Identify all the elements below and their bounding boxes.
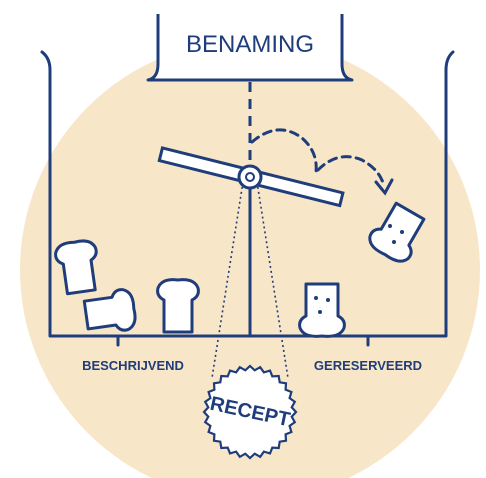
seal-strings bbox=[211, 181, 289, 379]
bread-slice-icon bbox=[54, 239, 200, 334]
axis-label-left: BESCHRIJVEND bbox=[82, 358, 184, 373]
bread-slice-with-dots-icon bbox=[298, 201, 426, 338]
background-highlight bbox=[98, 47, 143, 85]
scale-pivot-center bbox=[245, 172, 255, 182]
container-left-wall bbox=[40, 50, 252, 338]
dashed-arrow-icon bbox=[250, 128, 394, 196]
bread-dots bbox=[314, 224, 404, 314]
title-box: BENAMING bbox=[146, 14, 354, 82]
title-box-label: BENAMING bbox=[186, 31, 314, 58]
container-right-wall bbox=[248, 50, 455, 338]
seal-badge-icon: RECEPT bbox=[202, 364, 298, 460]
axis-label-right: GERESERVEERD bbox=[314, 358, 422, 373]
container bbox=[40, 50, 455, 347]
title-box-shape bbox=[146, 14, 354, 82]
